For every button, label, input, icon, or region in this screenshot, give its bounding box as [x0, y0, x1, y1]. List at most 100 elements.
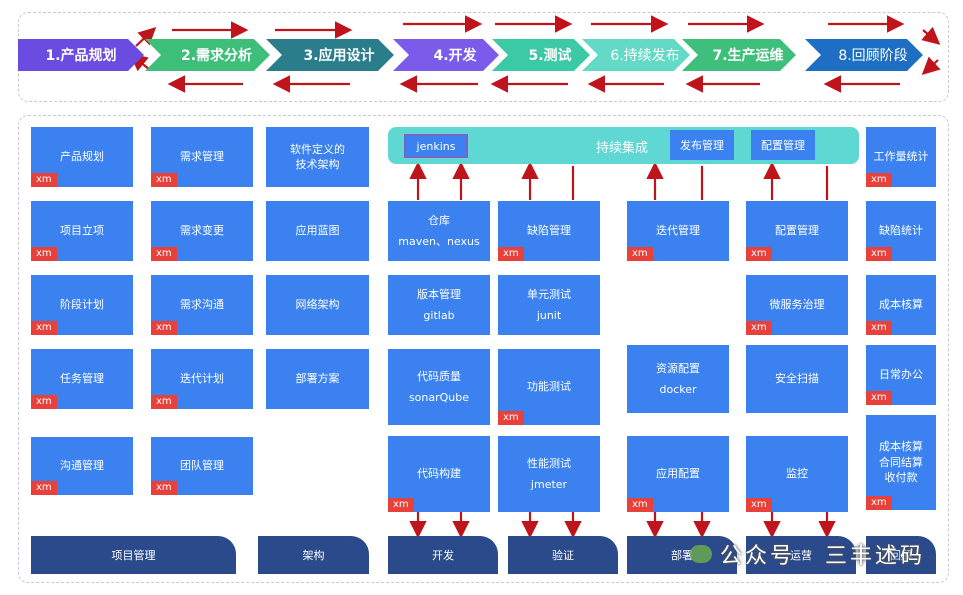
box-label: 部署方案: [295, 372, 340, 386]
test-item: 功能测试 xm: [498, 349, 600, 425]
box-sub: gitlab: [423, 309, 455, 322]
box-label: 单元测试: [527, 287, 571, 301]
tab-development: 开发: [388, 536, 498, 574]
ops-item: 安全扫描: [746, 345, 848, 413]
box-label: 成本核算 合同结算 收付款: [879, 440, 923, 485]
xm-badge: xm: [498, 247, 524, 261]
xm-badge: xm: [866, 247, 892, 261]
xm-badge: xm: [151, 395, 177, 409]
xm-badge: xm: [627, 247, 653, 261]
review-item: 成本核算 合同结算 收付款 xm: [866, 415, 936, 510]
box-label: 配置管理: [775, 224, 819, 238]
box-sub: junit: [536, 309, 562, 322]
xm-badge: xm: [746, 321, 772, 335]
watermark: 公众号 · 三丰述码: [690, 536, 925, 572]
box-label: 仓库: [428, 213, 450, 227]
main-frame: [18, 115, 949, 583]
box-label: 需求沟通: [180, 298, 224, 312]
config-management-box: 配置管理: [751, 130, 815, 160]
box-label: 缺陷管理: [527, 224, 571, 238]
stage-7: 7.生产运维: [682, 39, 796, 71]
dev-item: 版本管理 gitlab: [388, 275, 490, 335]
xm-badge: xm: [31, 173, 57, 187]
box-label: 需求变更: [180, 224, 224, 238]
box-label: 团队管理: [180, 459, 224, 473]
tab-review: 回顾: [866, 536, 936, 574]
jenkins-box: jenkins: [404, 134, 468, 158]
box-sub: maven、nexus: [398, 235, 480, 248]
tab-deployment: 部署: [627, 536, 737, 574]
box-label: 日常办公: [879, 368, 923, 382]
review-item: 缺陷统计 xm: [866, 201, 936, 261]
xm-badge: xm: [498, 411, 524, 425]
ci-title: 持续集成: [596, 141, 649, 156]
stage-1: 1.产品规划: [18, 39, 144, 71]
box-label: 网络架构: [295, 298, 340, 312]
dev-item: 代码质量 sonarQube: [388, 349, 490, 425]
box-label: 应用蓝图: [295, 224, 340, 238]
tab-architecture: 架构: [258, 536, 369, 574]
box-label: 需求管理: [180, 150, 224, 164]
architecture-item: 软件定义的 技术架构: [266, 127, 369, 187]
xm-badge: xm: [746, 498, 772, 512]
dev-item: 代码构建 xm: [388, 436, 490, 512]
box-sub: docker: [659, 383, 697, 396]
xm-badge: xm: [151, 173, 177, 187]
xm-badge: xm: [388, 498, 414, 512]
xm-badge: xm: [31, 321, 57, 335]
stage-2: 2.需求分析: [145, 39, 270, 71]
box-label: 迭代计划: [180, 372, 224, 386]
box-label: 迭代管理: [656, 224, 700, 238]
test-item: 单元测试 junit: [498, 275, 600, 335]
xm-badge: xm: [31, 395, 57, 409]
box-sub: jmeter: [530, 478, 568, 491]
xm-badge: xm: [866, 391, 892, 405]
box-label: 代码构建: [417, 467, 461, 481]
xm-badge: xm: [151, 481, 177, 495]
box-label: 代码质量: [417, 369, 461, 383]
tab-project-management: 项目管理: [31, 536, 236, 574]
test-item: 性能测试 jmeter: [498, 436, 600, 512]
box-label: 安全扫描: [775, 372, 819, 386]
architecture-item: 应用蓝图: [266, 201, 369, 261]
xm-badge: xm: [151, 321, 177, 335]
stage-8: 8.回顾阶段: [805, 39, 923, 71]
box-label: 版本管理: [417, 287, 461, 301]
box-label: 成本核算: [879, 298, 923, 312]
box-label: 性能测试: [527, 456, 571, 470]
xm-badge: xm: [866, 496, 892, 510]
stage-4: 4.开发: [393, 39, 499, 71]
box-sub: sonarQube: [408, 391, 470, 404]
tab-operations: 运营: [746, 536, 856, 574]
box-label: 功能测试: [527, 380, 571, 394]
xm-badge: xm: [627, 498, 653, 512]
box-label: 资源配置: [656, 361, 700, 375]
box-label: 缺陷统计: [879, 224, 923, 238]
xm-badge: xm: [746, 247, 772, 261]
box-label: 产品规划: [60, 150, 104, 164]
stage-6: 6.持续发布: [582, 39, 690, 71]
box-label: 任务管理: [60, 372, 104, 386]
wechat-icon: [690, 545, 712, 563]
box-label: 项目立项: [60, 224, 104, 238]
architecture-item: 网络架构: [266, 275, 369, 335]
box-label: 沟通管理: [60, 459, 104, 473]
xm-badge: xm: [31, 247, 57, 261]
xm-badge: xm: [151, 247, 177, 261]
release-management-box: 发布管理: [670, 130, 734, 160]
